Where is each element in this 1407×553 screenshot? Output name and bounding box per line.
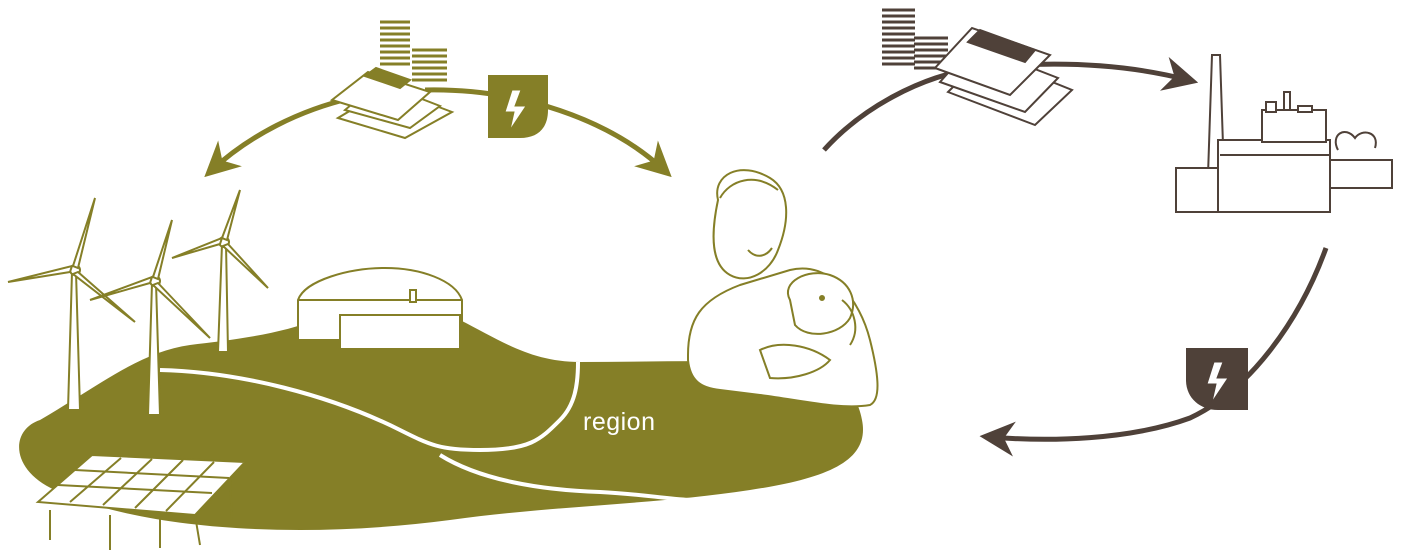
region-road-lower bbox=[438, 453, 691, 502]
region-label: region bbox=[583, 408, 656, 436]
money-stack-icon bbox=[329, 20, 455, 140]
flow-arrow-left bbox=[204, 95, 353, 178]
lightning-badge-icon bbox=[1186, 348, 1248, 410]
lightning-badge-icon bbox=[488, 75, 548, 138]
power-plant-icon bbox=[1175, 54, 1393, 213]
solar-panel-icon bbox=[35, 453, 248, 550]
biogas-plant-icon bbox=[297, 266, 463, 353]
wind-turbine-icon bbox=[7, 189, 269, 416]
person-with-piggy-bank-icon bbox=[687, 169, 879, 408]
money-stack-icon bbox=[882, 8, 1074, 127]
flow-arrow-right bbox=[424, 87, 672, 178]
external-flow-arrow-bottom bbox=[979, 247, 1329, 457]
region-road bbox=[159, 361, 580, 453]
